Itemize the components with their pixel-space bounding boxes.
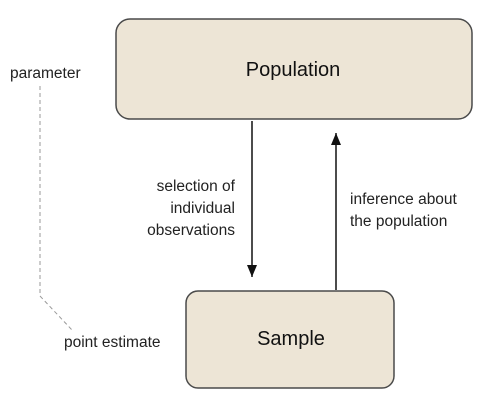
sample-box [185, 290, 395, 389]
sample-node: Sample [185, 290, 395, 389]
population-node: Population [115, 18, 473, 120]
selection-label-line: individual [170, 200, 235, 217]
selection-label-line: observations [147, 222, 235, 239]
point-estimate-label: point estimate [64, 334, 161, 351]
parameter-label: parameter [10, 65, 81, 82]
population-label: Population [246, 59, 341, 81]
selection-label-line: selection of [157, 178, 236, 195]
population-box [115, 18, 473, 120]
inference-label: inference about the population [350, 191, 458, 230]
inference-label-line: the population [350, 213, 447, 230]
selection-label: selection of individual observations [147, 178, 236, 239]
sample-label: Sample [257, 328, 325, 350]
parameter-estimate-connector [39, 86, 73, 331]
inference-label-line: inference about [350, 191, 458, 208]
